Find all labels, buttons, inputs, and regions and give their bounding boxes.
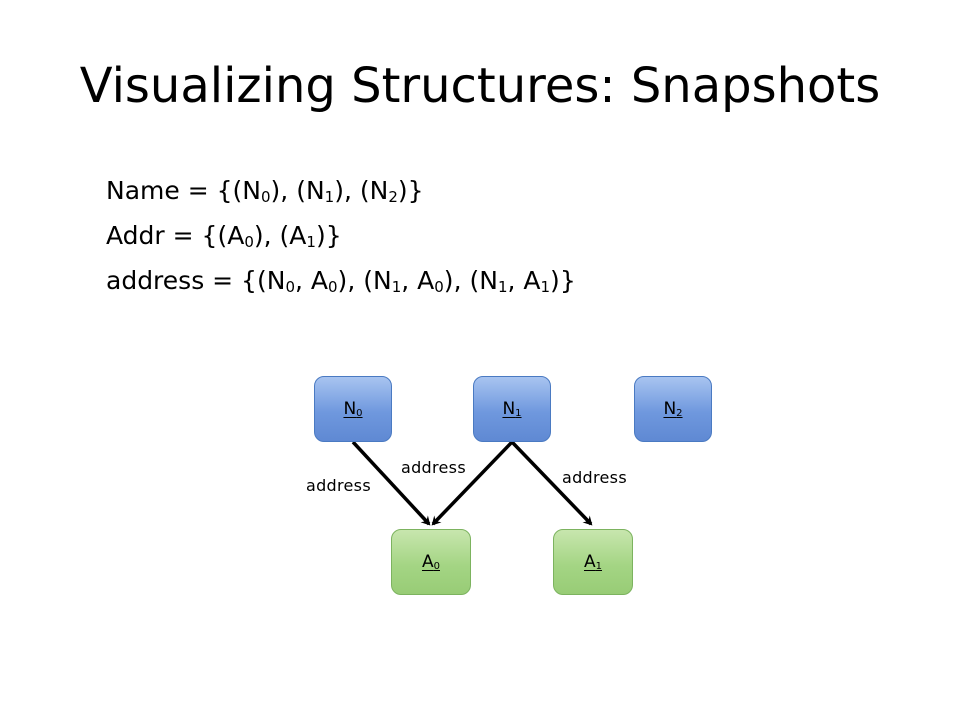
edge-n1-a0 [431,440,514,526]
atom: N [369,176,389,205]
atom: N [242,176,261,205]
tuple: (N1, A0) [363,266,454,296]
tuple: (N0, A0) [256,266,348,296]
atom-index: 0 [285,278,295,296]
tuple: (N2) [359,176,408,206]
tuple: (N0) [232,176,281,206]
node-n1[interactable]: N1 [473,376,551,442]
atom: N [305,176,325,205]
atom-index: 1 [306,233,316,251]
tuple: (A1) [279,221,326,251]
set-name: Addr [106,221,165,250]
node-n2[interactable]: N2 [634,376,712,442]
tuple: (N1) [296,176,344,206]
set-name: address [106,266,205,295]
atom: A [417,266,435,295]
atom: A [523,266,541,295]
atom: A [289,221,307,250]
node-label: N2 [663,399,683,419]
atom: N [479,266,498,295]
edge-n0-a0 [351,440,431,526]
edge-label-n0-a0: address [306,476,371,495]
node-a1[interactable]: A1 [553,529,633,595]
atom-index: 0 [244,233,254,251]
atom-index: 2 [388,188,398,206]
node-label: A0 [421,552,440,572]
tuple-list: (N0), (N1), (N2) [232,176,408,206]
edge-n1-a1 [510,440,593,526]
atom-index: 0 [328,278,338,296]
set-name: Name [106,176,180,205]
tuple-list: (N0, A0), (N1, A0), (N1, A1) [256,266,560,296]
slide-title: Visualizing Structures: Snapshots [79,58,881,114]
definition-name: Name = {(N0), (N1), (N2)} [106,176,424,206]
tuple-list: (A0), (A1) [217,221,326,251]
node-n0[interactable]: N0 [314,376,392,442]
atom: A [310,266,328,295]
definition-address: address = {(N0, A0), (N1, A0), (N1, A1)} [106,266,576,296]
atom-index: 1 [391,278,402,296]
atom-index: 1 [324,188,335,206]
atom-index: 0 [260,188,271,206]
node-a0[interactable]: A0 [391,529,471,595]
node-label: N0 [343,399,363,419]
atom: A [227,221,245,250]
tuple: (A0) [217,221,264,251]
edge-label-n1-a0: address [401,458,466,477]
atom-index: 1 [540,278,551,296]
relation-definitions: Name = {(N0), (N1), (N2)} Addr = {(A0), … [106,178,576,313]
edge-label-n1-a1: address [562,468,627,487]
node-label: A1 [583,552,602,572]
atom: N [266,266,286,295]
atom: N [372,266,392,295]
tuple: (N1, A1) [469,266,560,296]
atom-index: 0 [434,278,444,296]
node-label: N1 [502,399,522,419]
atom-index: 1 [497,278,508,296]
definition-addr: Addr = {(A0), (A1)} [106,221,342,251]
